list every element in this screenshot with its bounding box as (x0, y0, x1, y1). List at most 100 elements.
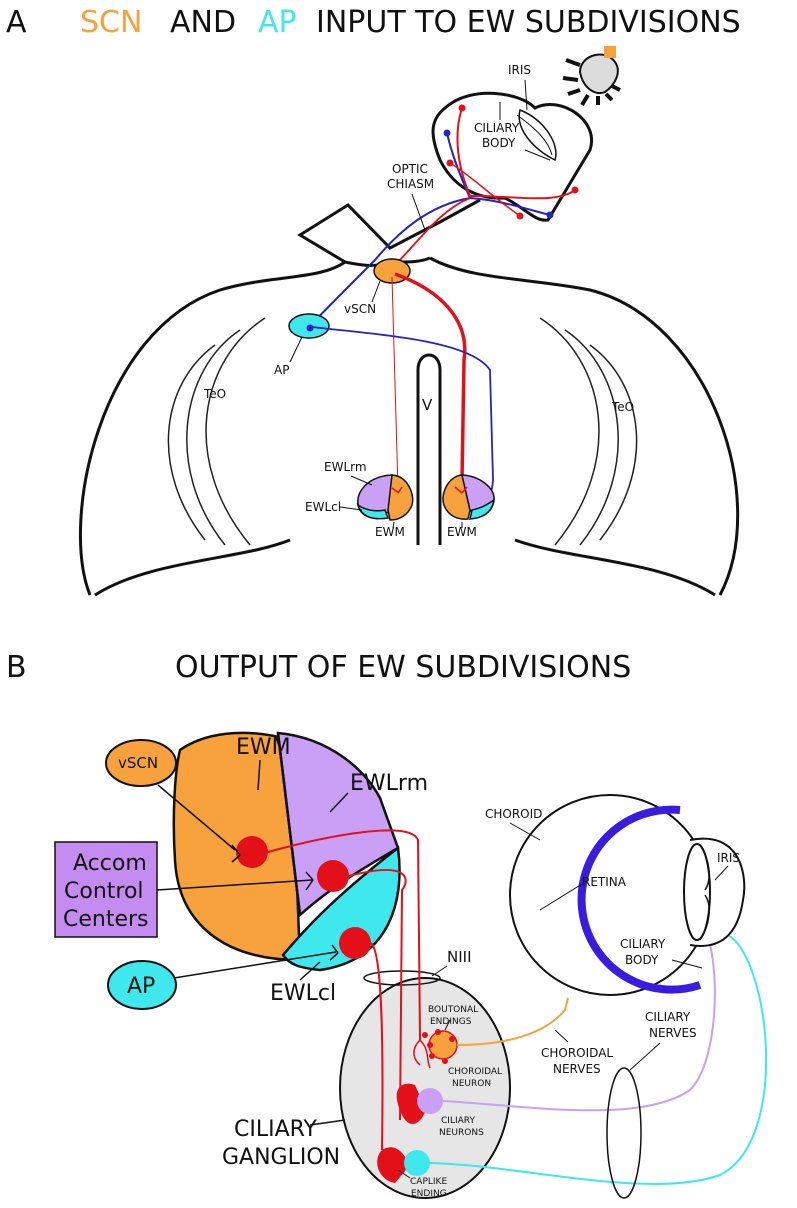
ciliary-neuron-cyan (404, 1150, 430, 1176)
retina-blue-fiber (446, 132, 551, 216)
choroidal-nerves-label-2: NERVES (553, 1062, 601, 1076)
eye-lens-inner (516, 114, 553, 156)
light-bulb-icon (562, 46, 621, 107)
iris-label-a: IRIS (508, 63, 531, 77)
choroid-pointer (509, 822, 541, 841)
retina-red-dot-4 (571, 186, 579, 194)
ewlrm-axon (348, 869, 407, 1121)
ewm-left-label: EWM (375, 525, 405, 539)
iris-label-b: IRIS (717, 851, 740, 865)
eye-lens (518, 108, 557, 162)
ewm-right-label: EWM (447, 525, 477, 539)
ciliary-body-label-2: BODY (625, 953, 659, 967)
retina-red-dot-3 (516, 212, 524, 220)
ciliary-nerves-pointer (629, 1042, 661, 1071)
retina-pointer (539, 883, 583, 911)
ventricle (416, 353, 442, 545)
optic-blue-fiber (309, 197, 471, 327)
ewm-pointer-b (257, 759, 261, 791)
ewm-axon (267, 829, 421, 1041)
retina-red-dot-2 (446, 159, 454, 167)
retina-label: RETINA (582, 875, 627, 889)
vscn-synapse (231, 844, 241, 863)
retina-red-fiber (456, 107, 576, 200)
ewlcl-axon (370, 942, 384, 1151)
accom-input-line (156, 879, 313, 891)
optic-pointer (411, 193, 426, 231)
choroidal-nerves-pointer (554, 1029, 569, 1043)
ciliary-neurons-label-2: NEURONS (439, 1128, 484, 1138)
ew-right-complex (442, 474, 496, 520)
vscn-input-line (157, 784, 236, 851)
boutonal-label-1: BOUTONAL (428, 1005, 478, 1015)
accom-synapse (305, 871, 314, 891)
ewlrm-pointer (350, 475, 373, 486)
niii-pointer (431, 965, 448, 977)
ewlcl-neuron (339, 927, 371, 959)
title-rest: INPUT TO EW SUBDIVISIONS (316, 5, 741, 40)
caplike-label-1: CAPLIKE (410, 1177, 447, 1187)
retina-blue-dot-2 (546, 211, 554, 219)
brain-inner-left (94, 538, 291, 597)
panel-a-letter: A (6, 5, 27, 40)
retina-red-fiber-2 (449, 162, 521, 217)
ciliary-neuron-fiber (442, 929, 716, 1112)
ewlcl-label-b: EWLcl (270, 981, 336, 1006)
accom-label-2: Control (64, 879, 144, 904)
ewlrm-label: EWLrm (324, 460, 367, 474)
panel-a: A SCN AND AP INPUT TO EW SUBDIVISIONS Te… (6, 5, 741, 597)
ap-label: AP (274, 363, 289, 377)
choroidal-nerves-label-1: CHOROIDAL (541, 1046, 613, 1060)
ewm-left-pointer (392, 521, 395, 529)
ewlcl-label: EWLcl (305, 500, 341, 514)
choroidal-nerve-fiber (456, 997, 569, 1046)
boutonal-label-2: ENDINGS (430, 1017, 472, 1027)
ewlrm-pointer-b (329, 792, 349, 813)
optic-red-fiber (394, 197, 471, 266)
accom-control-centers-box (54, 841, 158, 938)
teo-left-label: TeO (203, 387, 226, 401)
ew-left-complex (356, 474, 414, 521)
brain-outline (79, 198, 740, 596)
eye-b (509, 794, 746, 996)
retina-red-dot-1 (458, 104, 466, 112)
choroidal-neuron-label-2: NEURON (452, 1079, 491, 1089)
optic-label-1: OPTIC (392, 162, 428, 176)
ap-pointer (289, 336, 303, 363)
teo-right-label: TeO (611, 400, 634, 414)
ewm-neuron (236, 836, 268, 868)
ciliary-nerves-label-2: NERVES (649, 1026, 697, 1040)
ap-input-label: AP (127, 974, 155, 999)
scn-thin-red-projection (391, 276, 399, 491)
ciliary-neurons-label-1: CILIARY (441, 1116, 475, 1126)
panel-b: B OUTPUT OF EW SUBDIVISIONS NIII EWM EWL… (6, 650, 767, 1199)
panel-b-letter: B (6, 650, 27, 685)
ciliary-neuron (417, 1088, 443, 1114)
ap-input-node (107, 960, 177, 1010)
ewlcl-pointer-b (299, 961, 321, 981)
niii-label: NIII (447, 948, 472, 966)
teo-left-curves (167, 317, 266, 546)
ciliary-neuron-cap (396, 1083, 426, 1125)
ew-nucleus-large (172, 731, 401, 972)
ewlrm-neuron (317, 860, 349, 892)
caplike-pointer (397, 1169, 411, 1179)
ciliary-label-a-2: BODY (482, 136, 516, 150)
ewlcl-pointer (339, 506, 363, 511)
ap-synapse (329, 944, 339, 961)
ciliary-nerves-label-1: CILIARY (645, 1010, 691, 1024)
vscn-pointer (371, 280, 381, 303)
choroid-label: CHOROID (485, 807, 542, 821)
ciliary-pointer-a-2 (524, 149, 551, 161)
iris-pointer-a (524, 79, 528, 111)
ap-blue-dot (306, 324, 314, 332)
ewlrm-label-b: EWLrm (350, 771, 428, 796)
ciliary-body-pointer (671, 959, 703, 969)
ganglion-label-1: CILIARY (234, 1117, 318, 1142)
panel-b-title: OUTPUT OF EW SUBDIVISIONS (175, 650, 631, 685)
accom-label-3: Centers (63, 907, 149, 932)
ewm-label-b: EWM (236, 735, 291, 760)
ciliary-body-label-1: CILIARY (620, 937, 666, 951)
ciliary-nerves-ring (606, 1067, 642, 1199)
